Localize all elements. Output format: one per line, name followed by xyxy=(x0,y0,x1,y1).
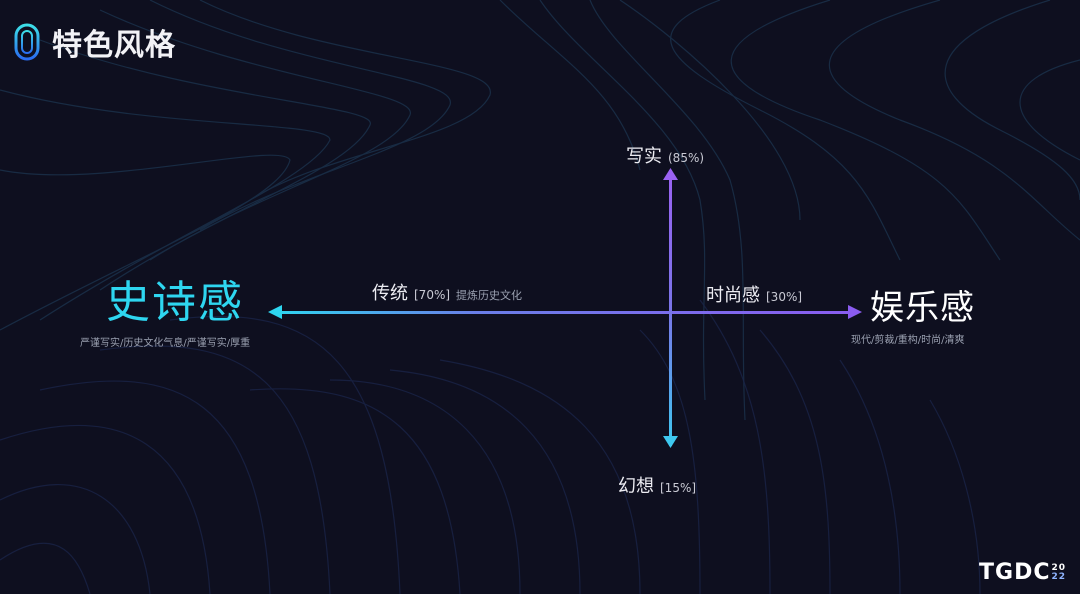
fantasy-percent: [15%] xyxy=(660,481,697,495)
tgdc-logo: TGDC 20 22 xyxy=(979,560,1066,585)
realistic-marker: 写实 (85%) xyxy=(626,142,704,168)
entertainment-pole-label: 娱乐感 xyxy=(870,288,975,328)
realistic-label: 写实 xyxy=(626,146,662,167)
realistic-percent: (85%) xyxy=(668,151,705,165)
capsule-logo-icon xyxy=(14,23,40,61)
vertical-axis xyxy=(669,170,672,446)
header: 特色风格 xyxy=(14,20,176,64)
fashion-marker: 时尚感 [30%] xyxy=(706,281,802,307)
logo-year: 20 22 xyxy=(1051,562,1067,582)
fantasy-label: 幻想 xyxy=(618,476,654,497)
fashion-label: 时尚感 xyxy=(706,285,760,306)
arrow-up-icon xyxy=(663,168,678,180)
traditional-label: 传统 xyxy=(372,283,408,304)
horizontal-axis xyxy=(272,311,858,314)
arrow-right-icon xyxy=(848,305,862,319)
fashion-percent: [30%] xyxy=(766,290,803,304)
epic-pole-subtitle: 严谨写实/历史文化气息/严谨写实/厚重 xyxy=(80,338,251,349)
traditional-marker: 传统 [70%] 提炼历史文化 xyxy=(372,279,522,305)
arrow-down-icon xyxy=(663,436,678,448)
epic-pole-label: 史诗感 xyxy=(106,277,244,328)
fantasy-marker: 幻想 [15%] xyxy=(618,472,696,498)
arrow-left-icon xyxy=(268,305,282,319)
page-title: 特色风格 xyxy=(52,28,176,63)
logo-text: TGDC xyxy=(979,560,1051,585)
entertainment-pole-subtitle: 现代/剪裁/重构/时尚/清爽 xyxy=(851,335,965,346)
traditional-note: 提炼历史文化 xyxy=(456,289,523,302)
traditional-percent: [70%] xyxy=(414,288,451,302)
